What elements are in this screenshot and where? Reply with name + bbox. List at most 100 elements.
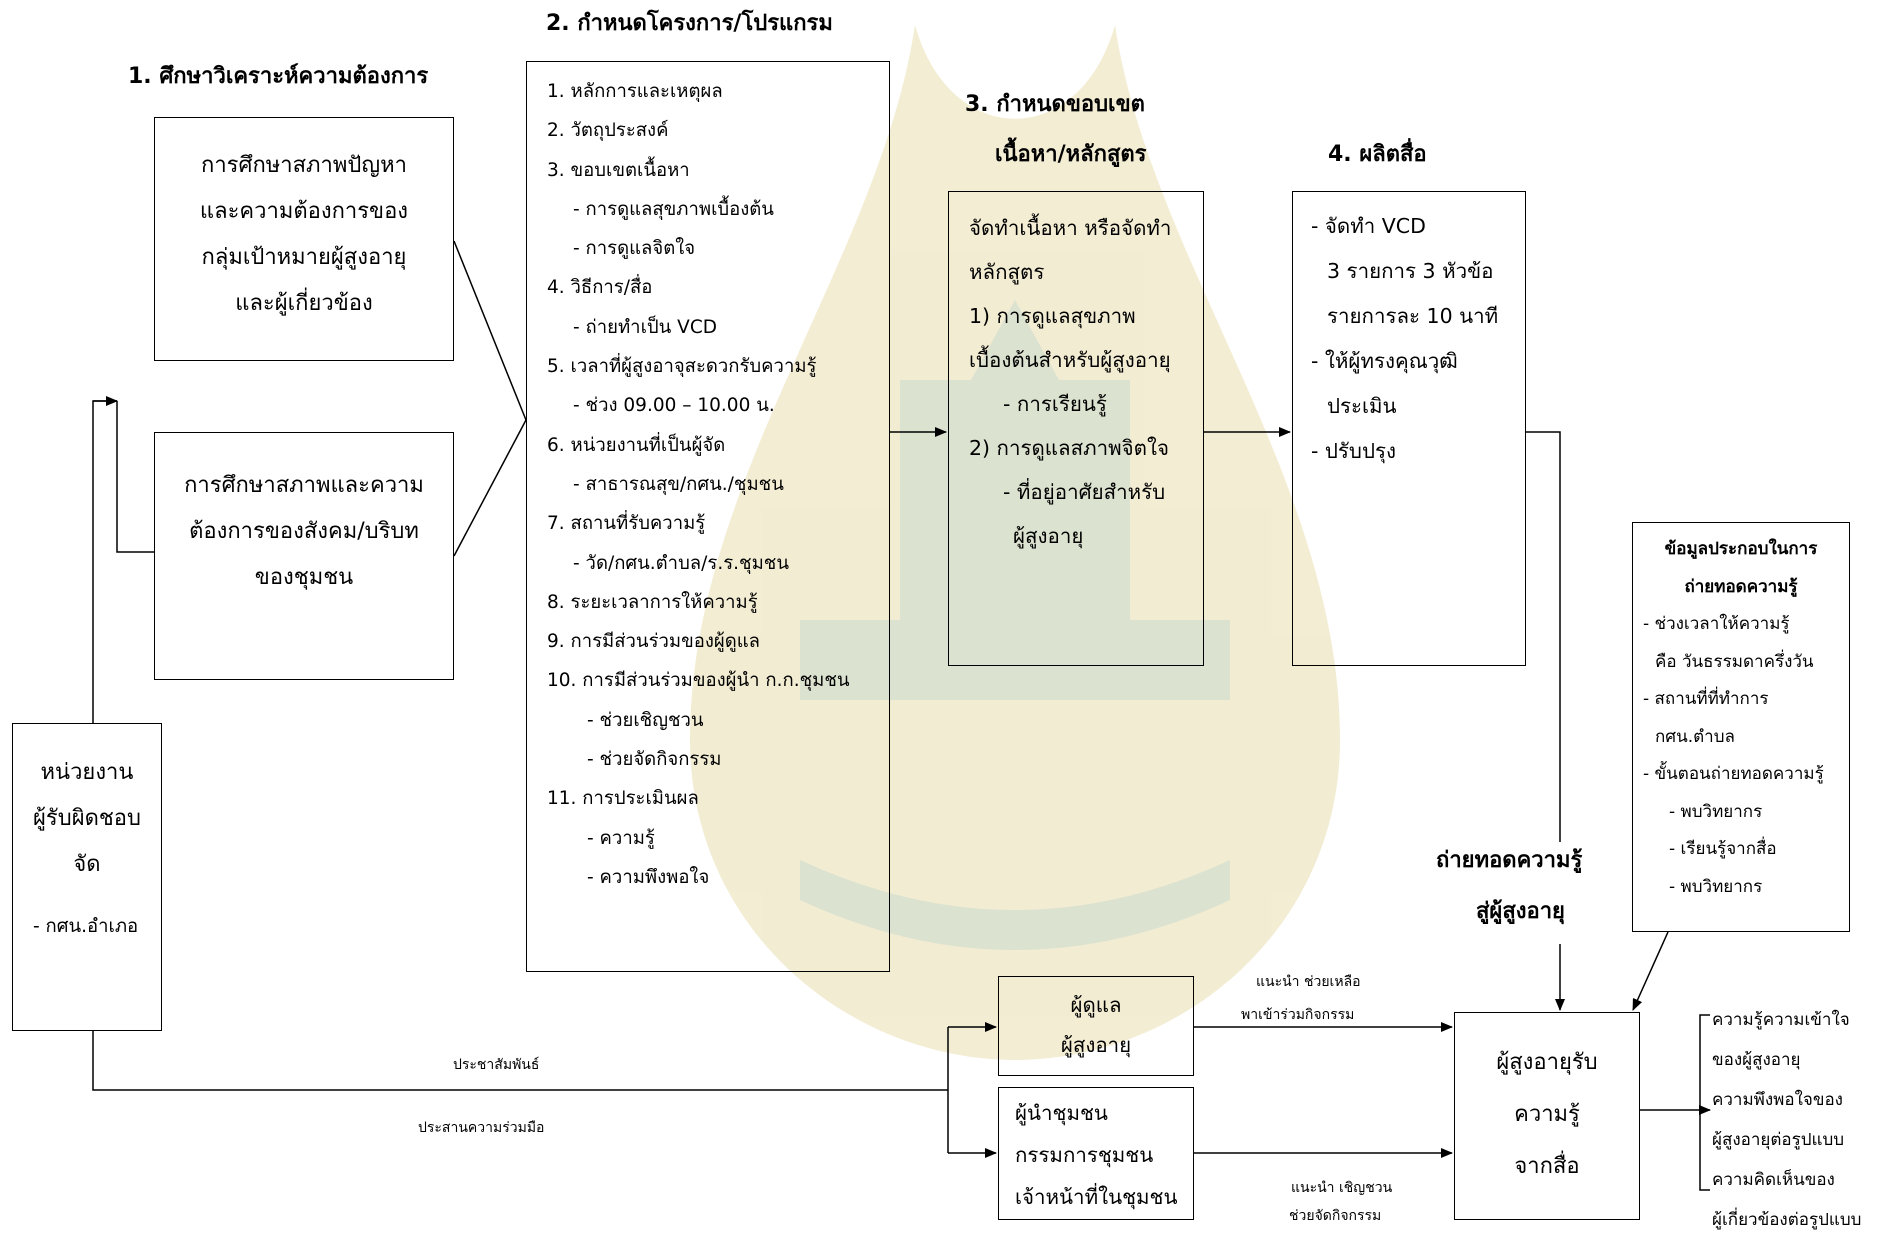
program-subitem: - ความรู้ <box>587 827 655 849</box>
content-scope-box: จัดทำเนื้อหา หรือจัดทำ หลักสูตร 1) การดู… <box>948 191 1204 666</box>
study-problem-line: และความต้องการของ <box>199 199 409 224</box>
info-line: - สถานที่ที่ทำการ <box>1643 689 1769 709</box>
media-line: - ให้ผู้ทรงคุณวุฒิ <box>1311 349 1458 373</box>
program-subitem: - ช่วยจัดกิจกรรม <box>587 749 722 771</box>
outcome-line: ความคิดเห็นของ <box>1712 1170 1835 1190</box>
outcome-line: ผู้สูงอายุต่อรูปแบบ <box>1712 1130 1845 1150</box>
info-line: - ช่วงเวลาให้ความรู้ <box>1643 614 1790 634</box>
edge-label-leader-1: แนะนำ เชิญชวน <box>1291 1180 1393 1196</box>
program-item: 8. ระยะเวลาการให้ความรู้ <box>547 591 758 613</box>
study-social-line: การศึกษาสภาพและความ <box>184 473 424 498</box>
caregiver-line: ผู้สูงอายุ <box>1060 1033 1132 1057</box>
responsible-line: หน่วยงาน <box>40 760 134 785</box>
study-problem-line: กลุ่มเป้าหมายผู้สูงอายุ <box>201 245 407 270</box>
heading-step1: 1. ศึกษาวิเคราะห์ความต้องการ <box>128 64 429 89</box>
program-subitem: - ความพึงพอใจ <box>587 866 710 888</box>
leader-line: ผู้นำชุมชน <box>1015 1101 1108 1125</box>
study-social-line: ของชุมชน <box>254 565 354 590</box>
caregiver-line: ผู้ดูแล <box>1070 993 1122 1017</box>
connector-responsible-up <box>92 400 117 723</box>
edge-label-pr: ประชาสัมพันธ์ <box>453 1057 540 1073</box>
program-item: 9. การมีส่วนร่วมของผู้ดูแล <box>547 631 761 653</box>
program-subitem: - ช่วยเชิญชวน <box>587 709 704 731</box>
outcome-line: ความรู้ความเข้าใจ <box>1712 1010 1850 1030</box>
leader-line: กรรมการชุมชน <box>1015 1143 1154 1167</box>
program-item: 5. เวลาที่ผู้สูงอาจุสะดวกรับความรู้ <box>547 356 817 378</box>
elderly-line: จากสื่อ <box>1514 1154 1580 1179</box>
info-subline: - เรียนรู้จากสื่อ <box>1669 839 1777 859</box>
supporting-info-box: ข้อมูลประกอบในการ ถ่ายทอดความรู้ - ช่วงเ… <box>1632 522 1850 932</box>
program-item: 11. การประเมินผล <box>547 788 699 810</box>
content-line: เบื้องต้นสำหรับผู้สูงอายุ <box>969 348 1171 372</box>
edge-label-leader-2: ช่วยจัดกิจกรรม <box>1289 1208 1382 1224</box>
content-subline: - การเรียนรู้ <box>1003 392 1107 416</box>
arrow-info-to-elderly <box>1632 931 1669 1011</box>
program-item: 3. ขอบเขตเนื้อหา <box>547 159 690 181</box>
content-line: หลักสูตร <box>969 260 1045 284</box>
heading-step3-line1: 3. กำหนดขอบเขต <box>965 92 1145 117</box>
elderly-line: ความรู้ <box>1514 1102 1580 1127</box>
community-leaders-box: ผู้นำชุมชน กรรมการชุมชน เจ้าหน้าที่ในชุม… <box>998 1087 1194 1220</box>
heading-transfer-line1: ถ่ายทอดความรู้ <box>1436 848 1583 873</box>
connector-responsible-bottom <box>92 1031 948 1091</box>
responsible-sub: - กศน.อำเภอ <box>33 916 139 937</box>
study-social-line: ต้องการของสังคม/บริบท <box>189 519 419 544</box>
study-problem-line: และผู้เกี่ยวข้อง <box>235 291 373 316</box>
outcome-line: ความพึงพอใจของ <box>1712 1090 1843 1110</box>
program-subitem: - วัด/กศน.ตำบล/ร.ร.ชุมชน <box>573 552 789 574</box>
leader-line: เจ้าหน้าที่ในชุมชน <box>1015 1185 1178 1209</box>
info-line: - ขั้นตอนถ่ายทอดความรู้ <box>1643 764 1824 784</box>
connector-to-study-social <box>116 401 154 553</box>
program-item: 4. วิธีการ/สื่อ <box>547 277 653 299</box>
outcome-line: ของผู้สูงอายุ <box>1712 1050 1801 1070</box>
program-item: 6. หน่วยงานที่เป็นผู้จัด <box>547 434 726 456</box>
program-box: 1. หลักการและเหตุผล 2. วัตถุประสงค์ 3. ข… <box>526 61 890 972</box>
connector-media-to-transfer <box>1526 431 1561 842</box>
program-subitem: - สาธารณสุข/กศน./ชุมชน <box>573 473 784 495</box>
connector-problem-to-program <box>453 240 527 421</box>
study-problem-line: การศึกษาสภาพปัญหา <box>201 153 407 178</box>
info-title: ข้อมูลประกอบในการ <box>1664 539 1818 559</box>
content-subline: - ที่อยู่อาศัยสำหรับ <box>1003 480 1166 504</box>
edge-label-caregiver-2: พาเข้าร่วมกิจกรรม <box>1241 1007 1355 1023</box>
heading-transfer-line2: สู่ผู้สูงอายุ <box>1476 899 1565 924</box>
content-line: 1) การดูแลสุขภาพ <box>969 304 1136 328</box>
edge-label-caregiver-1: แนะนำ ช่วยเหลือ <box>1256 974 1361 990</box>
edge-label-coordinate: ประสานความร่วมมือ <box>418 1120 545 1136</box>
program-subitem: - ถ่ายทำเป็น VCD <box>573 316 717 338</box>
info-title: ถ่ายทอดความรู้ <box>1684 576 1798 597</box>
media-line: ประเมิน <box>1327 394 1397 418</box>
heading-step2: 2. กำหนดโครงการ/โปรแกรม <box>546 11 833 36</box>
media-line: - จัดทำ VCD <box>1311 214 1426 238</box>
info-line: กศน.ตำบล <box>1655 726 1735 747</box>
outcomes-bracket <box>1699 1014 1710 1191</box>
responsible-line: จัด <box>73 852 101 877</box>
elderly-receive-box: ผู้สูงอายุรับ ความรู้ จากสื่อ <box>1454 1012 1640 1220</box>
program-subitem: - การดูแลจิตใจ <box>573 238 696 260</box>
info-line: คือ วันธรรมดาครึ่งวัน <box>1655 651 1814 672</box>
content-line: 2) การดูแลสภาพจิตใจ <box>969 436 1169 460</box>
media-production-box: - จัดทำ VCD 3 รายการ 3 หัวข้อ รายการละ 1… <box>1292 191 1526 666</box>
elderly-line: ผู้สูงอายุรับ <box>1496 1050 1598 1075</box>
heading-step4: 4. ผลิตสื่อ <box>1328 142 1427 167</box>
program-item: 2. วัตถุประสงค์ <box>547 120 669 142</box>
responsible-agency-box: หน่วยงาน ผู้รับผิดชอบ จัด - กศน.อำเภอ <box>12 723 162 1031</box>
media-line: 3 รายการ 3 หัวข้อ <box>1327 259 1494 283</box>
responsible-line: ผู้รับผิดชอบ <box>33 806 141 831</box>
connector-social-to-program <box>453 419 527 557</box>
program-item: 7. สถานที่รับความรู้ <box>547 513 706 535</box>
info-subline: - พบวิทยากร <box>1669 801 1763 822</box>
program-subitem: - ช่วง 09.00 – 10.00 น. <box>573 395 775 417</box>
content-subline: ผู้สูงอายุ <box>1013 524 1084 548</box>
study-problem-box: การศึกษาสภาพปัญหา และความต้องการของ กลุ่… <box>154 117 454 361</box>
study-social-box: การศึกษาสภาพและความ ต้องการของสังคม/บริบ… <box>154 432 454 680</box>
program-subitem: - การดูแลสุขภาพเบื้องต้น <box>573 198 774 220</box>
content-line: จัดทำเนื้อหา หรือจัดทำ <box>969 216 1172 240</box>
info-subline: - พบวิทยากร <box>1669 876 1763 897</box>
media-line: รายการละ 10 นาที <box>1327 304 1499 328</box>
program-item: 1. หลักการและเหตุผล <box>547 81 723 102</box>
caregiver-box: ผู้ดูแล ผู้สูงอายุ <box>998 976 1194 1076</box>
media-line: - ปรับปรุง <box>1311 439 1396 463</box>
program-item: 10. การมีส่วนร่วมของผู้นำ ก.ก.ชุมชน <box>547 670 850 692</box>
